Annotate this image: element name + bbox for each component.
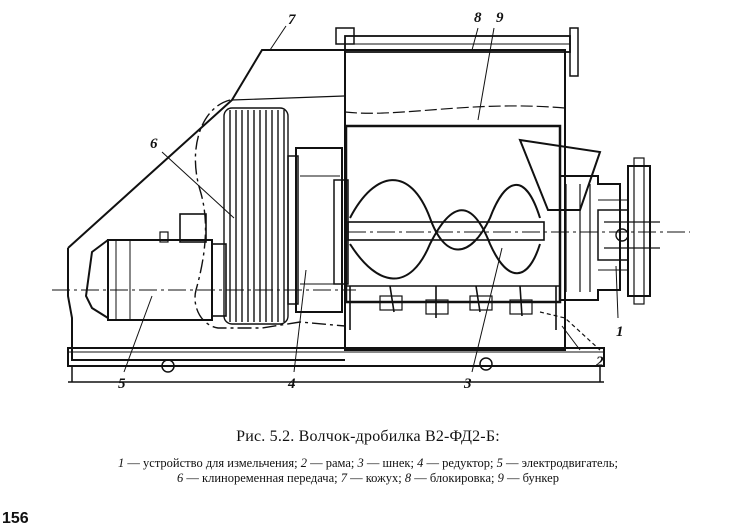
legend-item: 9 — бункер [497, 471, 559, 485]
auger-shaft [347, 221, 545, 241]
legend-item: 1 — устройство для измельчения; [118, 456, 301, 470]
legend-item: 3 — шнек; [357, 456, 418, 470]
legend-item: 6 — клиноременная передача; [177, 471, 341, 485]
frame-base [67, 347, 605, 367]
callout-8: 8 [474, 10, 482, 26]
casing-inner-line [231, 95, 345, 101]
legend-item: 7 — кожух; [340, 471, 405, 485]
leader-2 [561, 325, 581, 351]
callout-9: 9 [496, 10, 504, 26]
leader-5 [123, 295, 153, 373]
callout-1: 1 [616, 324, 624, 340]
legend-item: 5 — электродвигатель; [496, 456, 618, 470]
leader-8 [471, 27, 479, 51]
electric-motor [107, 239, 213, 321]
page-number: 156 [2, 510, 29, 527]
callout-6: 6 [150, 136, 158, 152]
leader-4 [293, 269, 307, 373]
chopper-housing [559, 175, 621, 301]
leader-7 [269, 25, 287, 51]
chopper-cap [627, 165, 651, 297]
frame-bolt [161, 359, 175, 373]
leader-6 [161, 151, 235, 219]
callout-4: 4 [287, 376, 296, 392]
casing-outline [67, 49, 345, 361]
figure-caption-title: Рис. 5.2. Волчок-дробилка В2-ФД2-Б: [236, 428, 500, 445]
legend-item: 2 — рама; [300, 456, 358, 470]
machine-drawing: 7 8 9 6 5 4 3 2 1 [52, 10, 690, 392]
callout-2: 2 [595, 354, 604, 370]
callout-5: 5 [118, 376, 126, 392]
gearbox [295, 147, 343, 313]
leader-3 [471, 247, 503, 373]
auger-flight-back [349, 209, 541, 280]
auger-flight [349, 179, 541, 251]
belt-pulley [223, 107, 289, 325]
leader-1 [615, 265, 619, 319]
callout-7: 7 [288, 12, 296, 28]
leader-9 [477, 27, 495, 121]
belt-cover-outline [194, 99, 346, 329]
legend-item: 8 — блокировка; [404, 471, 498, 485]
callout-3: 3 [463, 376, 472, 392]
frame-bolt [479, 357, 493, 371]
motor-end-cap [84, 239, 109, 319]
legend-item: 4 — редуктор; [417, 456, 497, 470]
figure-legend: 1 — устройство для измельчения; 2 — рама… [16, 456, 720, 486]
